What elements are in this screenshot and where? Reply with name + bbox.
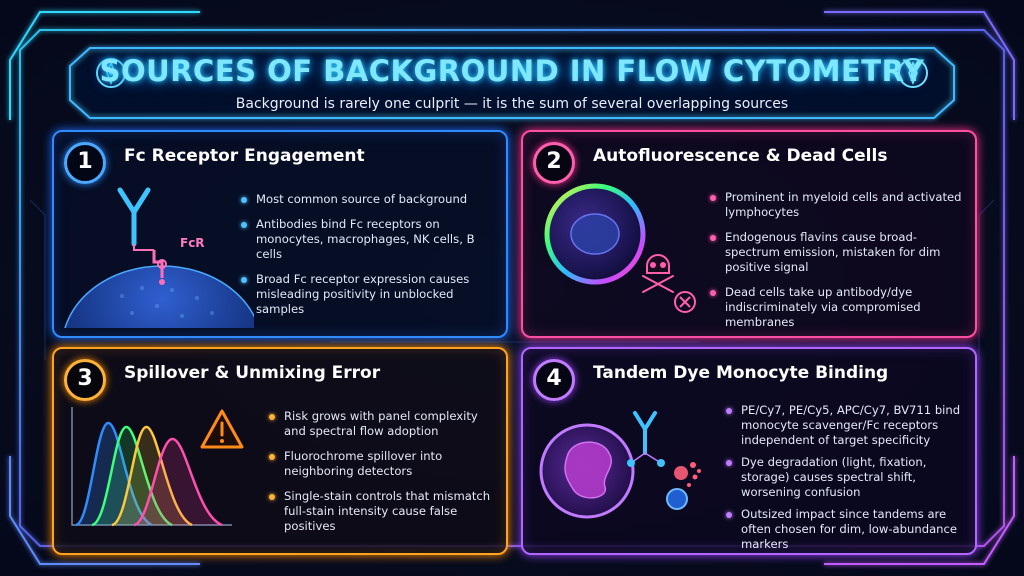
panel-title: Fc Receptor Engagement [124,146,365,166]
panel-number: 4 [533,359,575,401]
monocyte-illustration [539,411,701,519]
bullet-dot [269,454,275,460]
bullet-dot [726,408,732,414]
bullet-dot [241,197,247,203]
bullet-dot [241,222,247,228]
panel-title: Spillover & Unmixing Error [124,363,381,383]
bullet-dot [710,195,716,201]
panel-number: 1 [64,142,106,184]
list-item: Dead cells take up antibody/dye indiscri… [707,285,969,330]
panel-title: Tandem Dye Monocyte Binding [593,363,889,383]
dead-cell-illustration [544,183,696,313]
page-title: SOURCES OF BACKGROUND IN FLOW CYTOMETRY [99,54,925,88]
bullet-dot [269,494,275,500]
list-item: Endogenous flavins cause broad-spectrum … [707,230,969,275]
list-item: Broad Fc receptor expression causes misl… [238,272,500,317]
list-item: Antibodies bind Fc receptors on monocyte… [238,217,500,262]
list-item: PE/Cy7, PE/Cy5, APC/Cy7, BV711 bind mono… [723,403,971,448]
bullet-dot [726,460,732,466]
bullet-list: PE/Cy7, PE/Cy5, APC/Cy7, BV711 bind mono… [723,403,971,559]
list-item: Prominent in myeloid cells and activated… [707,190,969,220]
panel-title: Autofluorescence & Dead Cells [593,146,888,166]
bullet-dot [710,235,716,241]
bullet-dot [710,290,716,296]
bullet-dot [241,277,247,283]
bullet-dot [726,512,732,518]
spectra-illustration [71,407,244,527]
page-subtitle: Background is rarely one culprit — it is… [235,96,789,112]
compass-icon [96,58,126,88]
panel-number: 3 [64,359,106,401]
compass-icon [898,58,928,88]
bullet-list: Prominent in myeloid cells and activated… [707,190,969,340]
bullet-list: Most common source of background Antibod… [238,192,500,327]
bullet-list: Risk grows with panel complexity and spe… [266,409,502,544]
list-item: Most common source of background [238,192,500,207]
panel-spillover: 3 Spillover & Unmixing Error Risk grows … [52,347,508,555]
fcr-label: FcR [180,236,205,250]
header: SOURCES OF BACKGROUND IN FLOW CYTOMETRY … [70,48,954,118]
panel-tandem-dye: 4 Tandem Dye Monocyte Binding [521,347,977,555]
panel-fc-receptor: 1 Fc Receptor Engagement [52,130,508,338]
panel-number: 2 [533,142,575,184]
list-item: Outsized impact since tandems are often … [723,507,971,552]
bullet-dot [269,414,275,420]
antibody-on-cell-illustration [64,187,254,328]
list-item: Fluorochrome spillover into neighboring … [266,449,502,479]
list-item: Single-stain controls that mismatch full… [266,489,502,534]
list-item: Risk grows with panel complexity and spe… [266,409,502,439]
list-item: Dye degradation (light, fixation, storag… [723,455,971,500]
panel-autofluorescence: 2 Autofluorescence & Dead Cells [521,130,977,338]
